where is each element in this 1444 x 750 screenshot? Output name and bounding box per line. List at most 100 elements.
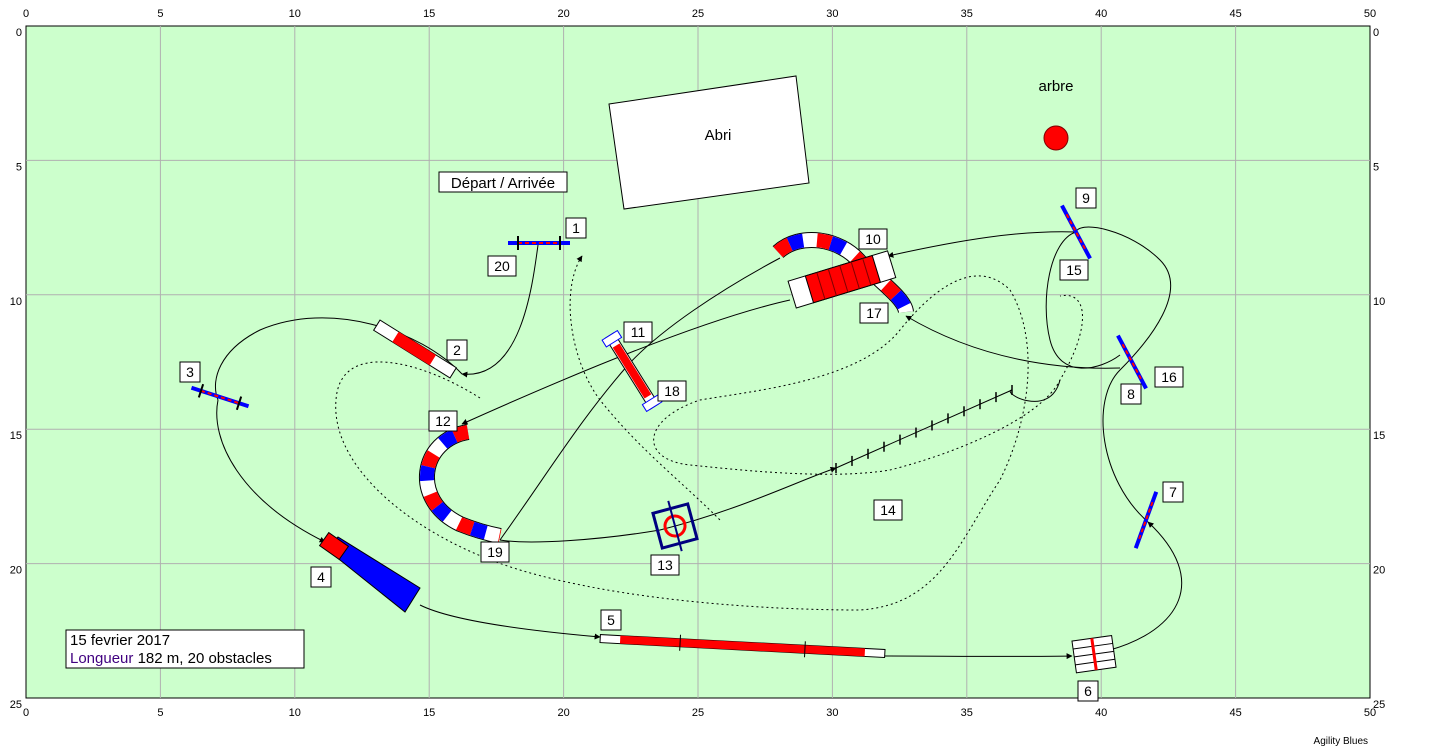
shelter: Abri bbox=[608, 75, 810, 210]
course-info-box: 15 fevrier 2017 Longueur 182 m, 20 obsta… bbox=[65, 629, 305, 669]
number-18: 18 bbox=[657, 380, 687, 402]
number-20: 20 bbox=[487, 255, 517, 277]
svg-text:19: 19 bbox=[487, 544, 503, 560]
number-2: 2 bbox=[446, 339, 468, 361]
y-tick-label-right: 0 bbox=[1373, 27, 1379, 39]
svg-text:8: 8 bbox=[1127, 386, 1135, 402]
svg-text:5: 5 bbox=[607, 612, 615, 628]
svg-text:13: 13 bbox=[657, 557, 673, 573]
course-date: 15 fevrier 2017 bbox=[70, 632, 170, 649]
svg-text:14: 14 bbox=[880, 502, 896, 518]
obstacle-jump-9 bbox=[1060, 204, 1092, 260]
y-tick-label-left: 25 bbox=[10, 699, 22, 711]
y-tick-label-right: 5 bbox=[1373, 161, 1379, 173]
course-length-prefix: Longueur bbox=[70, 650, 133, 667]
course-length: Longueur 182 m, 20 obstacles bbox=[70, 650, 272, 667]
obstacle-ladder-6 bbox=[1071, 634, 1117, 674]
number-19: 19 bbox=[480, 541, 510, 563]
number-6: 6 bbox=[1077, 680, 1099, 702]
obstacle-number-labels: 1 2 3 4 5 6 7 8 9 10 11 12 13 14 15 16 1… bbox=[179, 187, 1184, 702]
number-5: 5 bbox=[600, 609, 622, 631]
svg-text:1: 1 bbox=[572, 220, 580, 236]
number-17: 17 bbox=[859, 302, 889, 324]
obstacle-jump-3 bbox=[190, 383, 250, 411]
svg-text:17: 17 bbox=[866, 305, 882, 321]
x-tick-label-bottom: 20 bbox=[557, 707, 569, 719]
y-tick-label-right: 10 bbox=[1373, 296, 1385, 308]
axis-ticks: 0055101015152020252530303535404045455050… bbox=[10, 8, 1386, 719]
x-tick-label-top: 25 bbox=[692, 8, 704, 20]
svg-text:3: 3 bbox=[186, 364, 194, 380]
number-7: 7 bbox=[1162, 481, 1184, 503]
svg-text:18: 18 bbox=[664, 383, 680, 399]
y-tick-label-left: 15 bbox=[10, 430, 22, 442]
x-tick-label-bottom: 30 bbox=[826, 707, 838, 719]
svg-text:9: 9 bbox=[1082, 190, 1090, 206]
number-13: 13 bbox=[650, 554, 680, 576]
number-15: 15 bbox=[1059, 259, 1089, 281]
x-tick-label-top: 0 bbox=[23, 8, 29, 20]
x-tick-label-bottom: 50 bbox=[1364, 707, 1376, 719]
number-1: 1 bbox=[565, 217, 587, 239]
y-tick-label-right: 15 bbox=[1373, 430, 1385, 442]
obstacle-weave-14 bbox=[835, 385, 1013, 473]
svg-text:15: 15 bbox=[1066, 262, 1082, 278]
x-tick-label-top: 45 bbox=[1229, 8, 1241, 20]
obstacle-jump-1 bbox=[508, 236, 570, 250]
svg-text:4: 4 bbox=[317, 569, 325, 585]
x-tick-label-top: 50 bbox=[1364, 8, 1376, 20]
x-tick-label-bottom: 25 bbox=[692, 707, 704, 719]
x-tick-label-bottom: 10 bbox=[289, 707, 301, 719]
obstacle-jump-8 bbox=[1116, 334, 1148, 390]
svg-text:16: 16 bbox=[1161, 369, 1177, 385]
svg-text:10: 10 bbox=[865, 231, 881, 247]
svg-text:7: 7 bbox=[1169, 484, 1177, 500]
y-tick-label-left: 10 bbox=[10, 296, 22, 308]
course-length-rest: 182 m, 20 obstacles bbox=[133, 650, 271, 667]
svg-text:20: 20 bbox=[494, 258, 510, 274]
obstacle-jump-11 bbox=[601, 329, 663, 413]
obstacle-dogwalk-5 bbox=[599, 634, 886, 659]
number-10: 10 bbox=[858, 228, 888, 250]
number-3: 3 bbox=[179, 361, 201, 383]
shelter-label: Abri bbox=[705, 127, 732, 144]
number-4: 4 bbox=[310, 566, 332, 588]
x-tick-label-top: 10 bbox=[289, 8, 301, 20]
x-tick-label-bottom: 5 bbox=[157, 707, 163, 719]
svg-text:6: 6 bbox=[1084, 683, 1092, 699]
x-tick-label-top: 40 bbox=[1095, 8, 1107, 20]
x-tick-label-bottom: 35 bbox=[961, 707, 973, 719]
x-tick-label-bottom: 45 bbox=[1229, 707, 1241, 719]
number-16: 16 bbox=[1154, 366, 1184, 388]
tree: arbre bbox=[1038, 78, 1074, 151]
x-tick-label-top: 5 bbox=[157, 8, 163, 20]
x-tick-label-top: 15 bbox=[423, 8, 435, 20]
number-9: 9 bbox=[1075, 187, 1097, 209]
obstacle-tunnel-4 bbox=[318, 531, 421, 613]
obstacle-tyre-13 bbox=[651, 500, 699, 552]
obstacle-tunnel-12 bbox=[418, 424, 502, 544]
obstacle-aframe-17 bbox=[787, 250, 897, 309]
number-12: 12 bbox=[428, 410, 458, 432]
software-credit: Agility Blues bbox=[1313, 736, 1368, 747]
tree-label: arbre bbox=[1038, 78, 1073, 95]
number-14: 14 bbox=[873, 499, 903, 521]
x-tick-label-bottom: 15 bbox=[423, 707, 435, 719]
x-tick-label-bottom: 0 bbox=[23, 707, 29, 719]
obstacle-jump-7 bbox=[1133, 491, 1159, 549]
x-tick-label-bottom: 40 bbox=[1095, 707, 1107, 719]
y-tick-label-left: 20 bbox=[10, 565, 22, 577]
svg-text:12: 12 bbox=[435, 413, 451, 429]
svg-text:2: 2 bbox=[453, 342, 461, 358]
x-tick-label-top: 35 bbox=[961, 8, 973, 20]
obstacle-jump-2 bbox=[372, 319, 458, 379]
x-tick-label-top: 30 bbox=[826, 8, 838, 20]
x-tick-label-top: 20 bbox=[557, 8, 569, 20]
y-tick-label-right: 20 bbox=[1373, 565, 1385, 577]
y-tick-label-right: 25 bbox=[1373, 699, 1385, 711]
y-tick-label-left: 0 bbox=[16, 27, 22, 39]
start-finish-box: Départ / Arrivée bbox=[438, 171, 568, 193]
number-8: 8 bbox=[1120, 383, 1142, 405]
number-11: 11 bbox=[623, 321, 653, 343]
